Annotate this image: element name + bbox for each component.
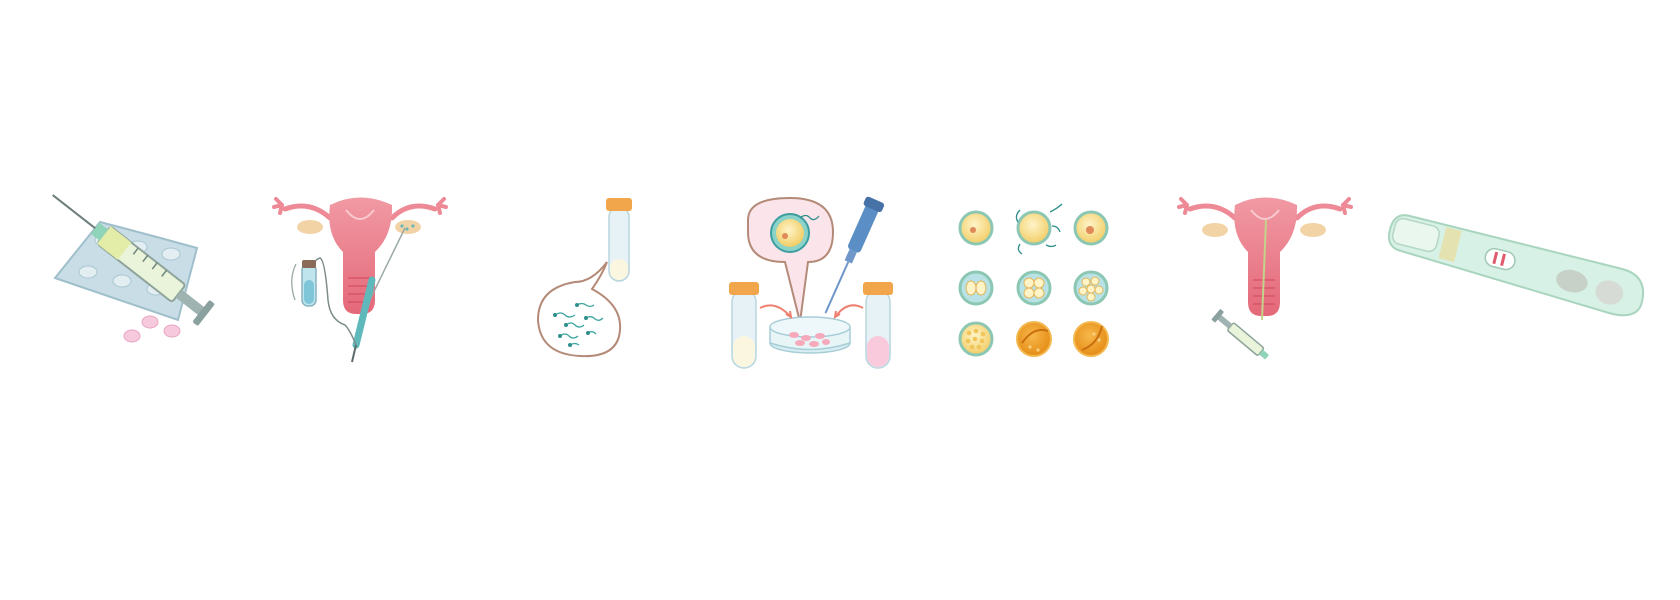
uterus-transfer-catheter-icon [1177,197,1353,360]
positive-pregnancy-test-icon [1388,214,1645,317]
embryo-development-stages-icon [958,203,1109,357]
ovum-pickup-needle-icon [272,197,448,363]
sperm-sample-tube-icon [536,198,632,358]
hormone-injection-and-pills-icon [52,194,215,343]
icsi-petri-dish-pipette-icon [729,196,893,369]
